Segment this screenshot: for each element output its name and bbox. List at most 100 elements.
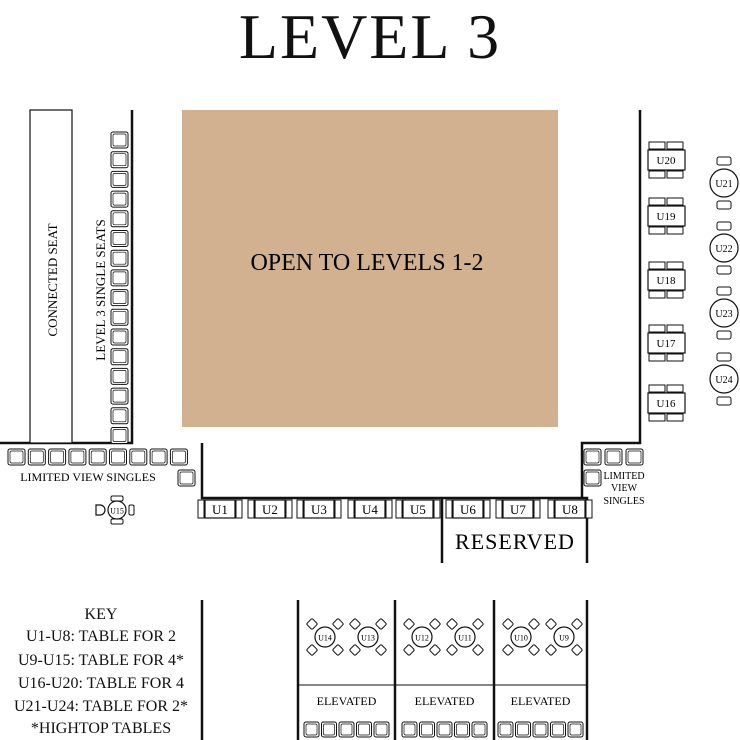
single-seat[interactable] [110,170,129,188]
connected-seat-label: CONNECTED SEAT [45,223,60,336]
table-u13[interactable]: U13 [349,618,387,656]
single-seat[interactable] [110,427,129,444]
elevated-label: ELEVATED [317,694,377,708]
limited-view-seat[interactable] [109,448,127,466]
table-u15[interactable]: U15 [95,495,135,525]
limited-view-seat[interactable] [129,448,148,466]
table-label: U15 [110,507,124,516]
key-line-2: U9-U15: TABLE FOR 4* [18,652,184,669]
limited-view-right-line1: LIMITED [603,471,644,482]
elevated-seat[interactable] [356,721,372,738]
elevated-label: ELEVATED [511,694,571,708]
table-u8[interactable]: U8 [547,499,593,519]
table-u18[interactable]: U18 [647,261,686,299]
limited-view-seat[interactable] [625,448,644,466]
elevated-seat[interactable] [321,721,337,738]
elevated-seat[interactable] [471,721,488,738]
table-label: U12 [415,634,429,643]
elevated-seat[interactable] [497,721,514,738]
table-u23[interactable]: U23 [709,286,739,340]
limited-view-right-line3: SINGLES [603,496,644,507]
table-label: U22 [715,244,732,255]
limited-view-seat[interactable] [88,448,107,466]
limited-view-seat[interactable] [177,469,196,487]
table-u19[interactable]: U19 [647,197,686,235]
single-seat[interactable] [110,308,129,326]
elevated-seat[interactable] [373,721,390,738]
single-seat[interactable] [110,190,129,208]
single-seat[interactable] [110,387,129,405]
single-seat[interactable] [110,407,129,425]
limited-view-seat[interactable] [169,448,188,466]
table-u14[interactable]: U14 [306,618,344,656]
table-u17[interactable]: U17 [647,324,686,362]
key-line-3: U16-U20: TABLE FOR 4 [18,675,184,692]
elevated-seat[interactable] [338,721,355,738]
limited-view-singles-left [7,448,196,487]
limited-view-seat[interactable] [27,448,46,466]
elevated-seat[interactable] [515,721,531,738]
single-seat[interactable] [110,151,129,169]
table-u7[interactable]: U7 [495,499,541,519]
limited-view-right-line2: VIEW [611,483,638,494]
limited-view-seat[interactable] [149,448,168,466]
table-u5[interactable]: U5 [395,499,441,519]
single-seat[interactable] [110,348,129,366]
limited-view-seat[interactable] [7,448,26,466]
elevated-seat[interactable] [454,721,470,738]
reserved-label: RESERVED [455,529,575,554]
table-u1[interactable]: U1 [197,499,243,519]
elevated-seat[interactable] [401,721,418,738]
table-u2[interactable]: U2 [247,499,293,519]
limited-view-seat[interactable] [583,448,602,466]
table-label: U16 [657,398,676,410]
key-line-4: U21-U24: TABLE FOR 2* [14,698,188,715]
table-label: U21 [715,179,732,190]
limited-view-seat[interactable] [604,448,623,466]
table-u11[interactable]: U11 [446,618,484,656]
single-seat[interactable] [110,367,129,385]
table-u22[interactable]: U22 [709,221,739,275]
table-u12[interactable]: U12 [403,618,441,656]
table-u9[interactable]: U9 [545,618,583,656]
table-u16[interactable]: U16 [647,384,686,422]
single-seat[interactable] [110,328,129,346]
elevated-seat[interactable] [303,721,320,738]
table-u3[interactable]: U3 [296,499,342,519]
table-u10[interactable]: U10 [502,618,540,656]
table-u24[interactable]: U24 [709,352,739,406]
table-u6[interactable]: U6 [445,499,491,519]
single-seat[interactable] [110,269,129,287]
table-u21[interactable]: U21 [709,156,739,210]
limited-view-seat[interactable] [48,448,67,466]
single-seat[interactable] [110,249,129,267]
single-seat[interactable] [110,210,129,228]
open-to-levels-area [182,110,558,427]
table-label: U23 [715,309,732,320]
table-u20[interactable]: U20 [647,141,686,179]
single-seats-column [110,131,129,444]
table-label: U14 [318,634,332,643]
table-label: U8 [562,502,578,517]
elevated-seat[interactable] [567,721,584,738]
elevated-seat[interactable] [419,721,435,738]
table-u4[interactable]: U4 [347,499,393,519]
single-seat[interactable] [110,289,129,307]
elevated-seat[interactable] [436,721,453,738]
key-line-1: U1-U8: TABLE FOR 2 [26,628,176,645]
open-area-label: OPEN TO LEVELS 1-2 [250,250,483,276]
elevated-seat[interactable] [532,721,549,738]
table-label: U7 [510,502,526,517]
connected-seat-bench[interactable] [29,109,73,444]
elevated-seat[interactable] [550,721,566,738]
single-seat[interactable] [110,131,129,149]
single-seat[interactable] [110,230,129,247]
limited-view-seat[interactable] [583,469,602,487]
limited-view-seat[interactable] [68,448,87,466]
